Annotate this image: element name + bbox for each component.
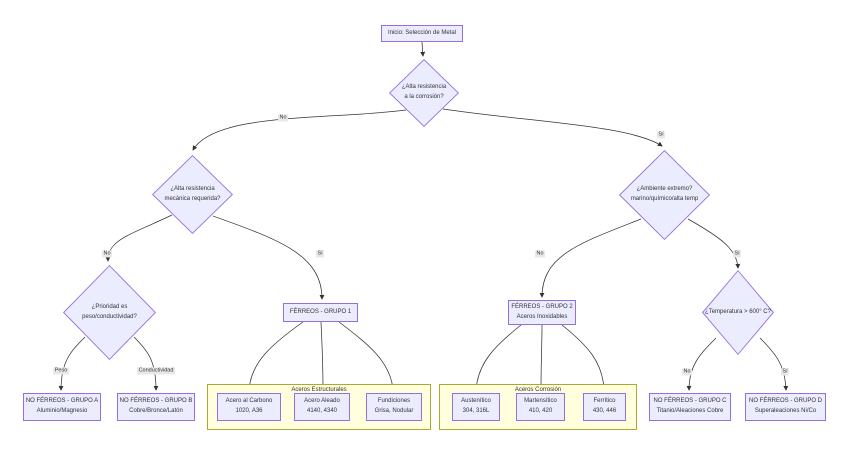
node-sublabel: 4140, 4340 <box>306 408 338 414</box>
edge-mecanica-si <box>212 215 325 300</box>
edge-label-no: No <box>101 250 113 258</box>
node-ferreos-grupo-1: FÉRREOS - GRUPO 1 <box>283 303 358 322</box>
node-label: NO FÉRREOS - GRUPO B <box>119 398 193 405</box>
node-label: Fundiciones <box>377 398 411 405</box>
edge-temperatura-si <box>759 337 789 391</box>
edge-label-no: No <box>681 368 693 376</box>
node-sublabel: Cobre/Bronce/Latón <box>129 408 183 414</box>
node-sublabel: 1020, A36 <box>235 408 263 414</box>
edge-temperatura-no <box>686 337 717 391</box>
node-ferreos-grupo-2: FÉRREOS - GRUPO 2 Aceros Inoxidables <box>508 300 576 325</box>
node-austenitico: Austenítico 304, 316L <box>452 393 500 421</box>
edge-label-si: Sí <box>780 368 790 376</box>
node-label: Acero al Carbono <box>225 398 273 405</box>
node-label: FÉRREOS - GRUPO 1 <box>289 308 352 315</box>
node-sublabel: mecánica requerida? <box>164 195 221 202</box>
node-label: ¿Alta resistencia <box>401 84 447 91</box>
node-ferritico: Ferrítico 430, 446 <box>583 393 626 421</box>
node-sublabel: Aceros Inoxidables <box>516 313 568 320</box>
node-label: Austenítico <box>461 398 491 405</box>
node-label: Acero Aleado <box>304 398 340 405</box>
node-martensitico: Martensítico 410, 420 <box>516 393 565 421</box>
node-sublabel: Grisa, Nodular <box>374 408 414 414</box>
node-label: ¿Alta resistencia <box>170 185 215 192</box>
node-sublabel: peso/conductividad? <box>82 313 137 320</box>
decision-temperatura-600: ¿Temperatura > 600° C? <box>702 270 774 355</box>
decision-alta-resistencia-corrosion: ¿Alta resistencia a la corrosión? <box>389 59 459 127</box>
edge-corrosion-si <box>442 108 663 147</box>
edge-root-corrosion <box>420 41 426 57</box>
edge-prioridad-conductividad <box>133 336 159 391</box>
node-inicio: Inicio: Selección de Metal <box>381 25 463 42</box>
edge-label-peso: Peso <box>53 367 69 375</box>
cluster-label: Aceros Corrosión <box>514 386 562 393</box>
edge-g2-ferritico <box>561 324 607 391</box>
decision-resistencia-mecanica: ¿Alta resistencia mecánica requerida? <box>152 155 233 234</box>
node-sublabel: 304, 316L <box>462 408 490 414</box>
edge-label-no: No <box>534 250 546 258</box>
edge-g2-austenitico <box>473 324 522 391</box>
edge-label-si: Sí <box>656 131 666 139</box>
node-no-ferreos-grupo-a: NO FÉRREOS - GRUPO A Aluminio/Magnesio <box>23 393 101 421</box>
node-label: NO FÉRREOS - GRUPO C <box>653 398 727 405</box>
node-fundiciones: Fundiciones Grisa, Nodular <box>366 393 422 421</box>
node-label: ¿Temperatura > 600° C? <box>705 308 771 315</box>
node-label: ¿Prioridad es <box>91 303 128 310</box>
node-acero-al-carbono: Acero al Carbono 1020, A36 <box>217 393 281 421</box>
edge-prioridad-peso <box>58 336 86 391</box>
edge-label-conductividad: Conductividad <box>137 367 175 375</box>
decision-ambiente-extremo: ¿Ambiente extremo? marino/químico/alta t… <box>619 150 710 240</box>
node-sublabel: Aluminio/Magnesio <box>36 408 88 414</box>
edge-ambiente-si <box>687 218 741 269</box>
node-sublabel: a la corrosión? <box>404 94 444 100</box>
node-label: FÉRREOS - GRUPO 2 <box>511 303 573 310</box>
edge-g1-aleado <box>320 321 326 391</box>
node-acero-aleado: Acero Aleado 4140, 4340 <box>294 393 350 421</box>
node-label: NO FÉRREOS - GRUPO D <box>748 398 822 405</box>
node-sublabel: Superaleaciones Ni/Co <box>754 408 817 414</box>
node-label: ¿Ambiente extremo? <box>636 186 693 193</box>
edge-label-no: No <box>277 114 289 122</box>
edge-corrosion-no <box>192 109 407 151</box>
node-label: Martensítico <box>524 398 557 405</box>
edge-g2-martensitico <box>538 324 544 391</box>
edge-label-si: Sí <box>315 250 325 258</box>
node-no-ferreos-grupo-b: NO FÉRREOS - GRUPO B Cobre/Bronce/Latón <box>117 393 195 421</box>
decision-prioridad-peso-conductividad: ¿Prioridad es peso/conductividad? <box>63 265 156 360</box>
cluster-label: Aceros Estructurales <box>291 386 347 393</box>
node-label: NO FÉRREOS - GRUPO A <box>25 398 99 405</box>
node-no-ferreos-grupo-d: NO FÉRREOS - GRUPO D Superaleaciones Ni/… <box>745 393 826 421</box>
node-label: Inicio: Selección de Metal <box>387 29 457 36</box>
edge-g1-carbono <box>246 321 304 391</box>
edge-ambiente-no <box>539 218 642 298</box>
edge-label-si: Sí <box>732 250 742 258</box>
node-sublabel: marino/químico/alta temp <box>630 196 699 202</box>
node-label: Ferrítico <box>593 398 616 405</box>
node-sublabel: 430, 446 <box>592 408 617 414</box>
node-no-ferreos-grupo-c: NO FÉRREOS - GRUPO C Titanio/Aleaciones … <box>649 393 731 421</box>
node-sublabel: 410, 420 <box>528 408 553 414</box>
node-sublabel: Titanio/Aleaciones Cobre <box>656 408 724 414</box>
edge-g1-fundiciones <box>338 321 396 391</box>
